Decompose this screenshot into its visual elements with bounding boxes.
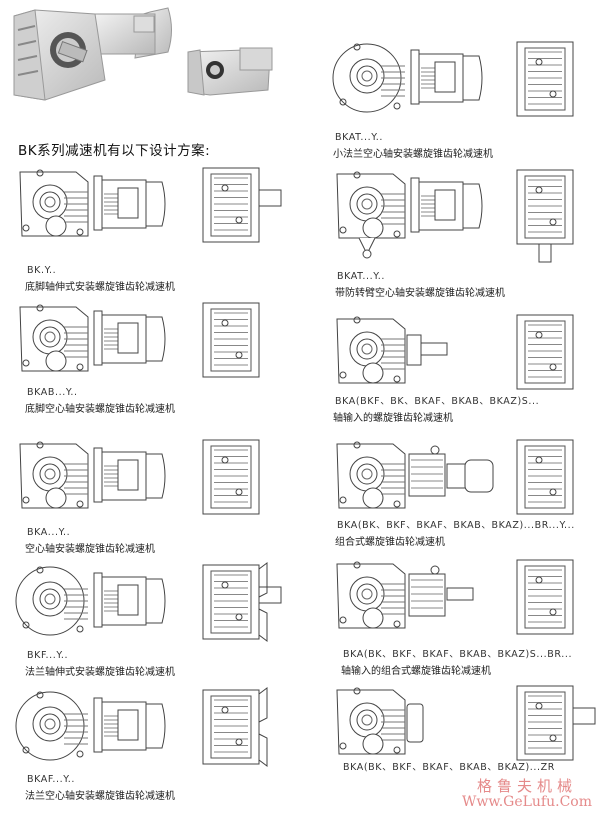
model-code: BKA(BK、BKF、BKAF、BKAB、BKAZ)...ZR <box>343 762 555 773</box>
model-description: 法兰轴伸式安装螺旋锥齿轮减速机 <box>25 667 175 678</box>
model-description: 轴输入的组合式螺旋锥齿轮减速机 <box>341 666 491 677</box>
model-code: BKA...Y.. <box>27 527 71 538</box>
model-description: 空心轴安装螺旋锥齿轮减速机 <box>25 544 155 555</box>
end-view-drawing <box>516 685 596 761</box>
model-code: BKAB...Y.. <box>27 387 78 398</box>
side-view-drawing <box>336 441 494 509</box>
watermark-line2: Www.GeLufu.Com <box>462 794 592 810</box>
side-view-drawing <box>19 304 166 372</box>
side-view-drawing <box>336 687 424 755</box>
model-code: BKA(BK、BKF、BKAF、BKAB、BKAZ)...BR...Y... <box>337 520 575 531</box>
model-description: 底脚轴伸式安装螺旋锥齿轮减速机 <box>25 282 175 293</box>
side-view-drawing <box>336 171 483 259</box>
model-description: 法兰空心轴安装螺旋锥齿轮减速机 <box>25 791 175 802</box>
end-view-drawing <box>516 439 574 515</box>
end-view-drawing <box>202 439 260 515</box>
end-view-drawing <box>202 167 282 243</box>
side-view-drawing <box>19 169 166 237</box>
watermark: 格鲁夫机械 Www.GeLufu.Com <box>462 778 592 810</box>
side-view-drawing <box>19 441 166 509</box>
watermark-line1: 格鲁夫机械 <box>476 777 577 795</box>
model-description: 轴输入的螺旋锥齿轮减速机 <box>333 413 453 424</box>
model-code: BKA(BK、BKF、BKAF、BKAB、BKAZ)S...BR... <box>343 649 573 660</box>
model-code: BKAT...Y.. <box>337 271 385 282</box>
end-view-drawing <box>516 169 574 263</box>
model-description: 小法兰空心轴安装螺旋锥齿轮减速机 <box>333 149 493 160</box>
side-view-drawing <box>332 43 483 113</box>
side-view-drawing <box>15 691 166 761</box>
side-view-drawing <box>336 561 474 629</box>
end-view-drawing <box>202 562 282 642</box>
end-view-drawing <box>202 687 268 767</box>
end-view-drawing <box>516 41 574 117</box>
model-code: BKAF...Y.. <box>27 774 75 785</box>
model-code: BKF...Y.. <box>27 650 69 661</box>
side-view-drawing <box>15 566 166 636</box>
end-view-drawing <box>516 314 574 390</box>
model-description: 带防转臂空心轴安装螺旋锥齿轮减速机 <box>335 288 505 299</box>
model-code: BKA(BKF、BK、BKAF、BKAB、BKAZ)S... <box>335 396 540 407</box>
side-view-drawing <box>336 316 448 384</box>
end-view-drawing <box>516 559 574 635</box>
page-heading: BK系列减速机有以下设计方案: <box>18 143 211 159</box>
end-view-drawing <box>202 302 260 378</box>
gearmotor-photo <box>13 7 273 101</box>
model-code: BK.Y.. <box>27 265 57 276</box>
model-code: BKAT...Y.. <box>335 132 383 143</box>
model-description: 组合式螺旋锥齿轮减速机 <box>335 537 445 548</box>
model-description: 底脚空心轴安装螺旋锥齿轮减速机 <box>25 404 175 415</box>
